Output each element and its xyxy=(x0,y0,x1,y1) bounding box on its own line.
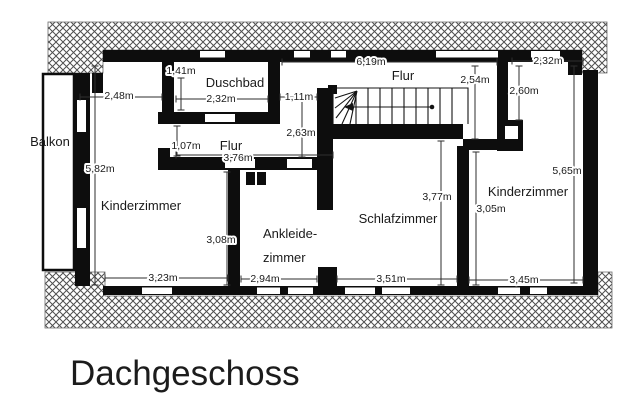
room-label-ankleidezimmer-2: zimmer xyxy=(263,250,306,265)
room-label-ankleidezimmer-1: Ankleide- xyxy=(263,226,317,241)
dim-kinder-right-top: 2,32m xyxy=(533,55,562,67)
dim-corridor-width: 1,11m xyxy=(285,91,314,103)
dim-flur-lower-height: 1,07m xyxy=(171,140,200,152)
chimney-flue-2 xyxy=(257,172,266,185)
stair-winder-lines xyxy=(334,90,358,125)
stair-walkline-arrow xyxy=(344,103,353,111)
balcony-outline xyxy=(41,72,76,272)
room-label-schlafzimmer: Schlafzimmer xyxy=(359,211,438,226)
dim-schlafzimmer-bottom: 3,51m xyxy=(376,273,405,285)
dim-schlafzimmer-height: 3,77m xyxy=(422,191,451,203)
dim-kinder-left-height: 5,82m xyxy=(85,163,114,175)
dim-kinder-left-inner: 3,08m xyxy=(206,234,235,246)
dim-kinder-right-inner: 3,05m xyxy=(476,203,505,215)
dim-kinder-right-height: 5,65m xyxy=(552,165,581,177)
floor-title: Dachgeschoss xyxy=(70,354,300,393)
dim-flur-lower-width: 3,76m xyxy=(223,152,252,164)
room-label-duschbad: Duschbad xyxy=(206,75,265,90)
dim-flur-right-a: 2,54m xyxy=(460,74,489,86)
dim-duschbad-width: 2,32m xyxy=(206,93,235,105)
dim-ankleide-bottom: 2,94m xyxy=(250,273,279,285)
chimney-opening xyxy=(505,126,518,139)
dim-kinder-left-top: 2,48m xyxy=(104,90,133,102)
dim-kinder-right-bottom: 3,45m xyxy=(509,274,538,286)
dimension-lines xyxy=(79,57,584,286)
hatch-band-top xyxy=(47,21,608,74)
chimney-flue-1 xyxy=(246,172,255,185)
room-label-flur-lower: Flur xyxy=(220,138,243,153)
dimension-labels: 1,41m 2,48m 2,32m 1,11m 6,19m 2,32m 2,54m 2,60m… xyxy=(83,53,583,288)
room-label-kinderzimmer-left: Kinderzimmer xyxy=(101,198,182,213)
room-label-balkon: Balkon xyxy=(30,134,70,149)
balcony xyxy=(41,72,76,272)
room-label-kinderzimmer-right: Kinderzimmer xyxy=(488,184,569,199)
dim-kinder-left-bottom: 3,23m xyxy=(148,272,177,284)
room-label-flur-top: Flur xyxy=(392,68,415,83)
dim-duschbad-height: 1,41m xyxy=(166,65,195,77)
dim-corridor-height: 2,63m xyxy=(286,127,315,139)
dim-flur-top-width: 6,19m xyxy=(356,56,385,68)
staircase xyxy=(328,85,469,125)
dim-flur-right-b: 2,60m xyxy=(509,85,538,97)
stair-walkline-start xyxy=(429,104,435,110)
